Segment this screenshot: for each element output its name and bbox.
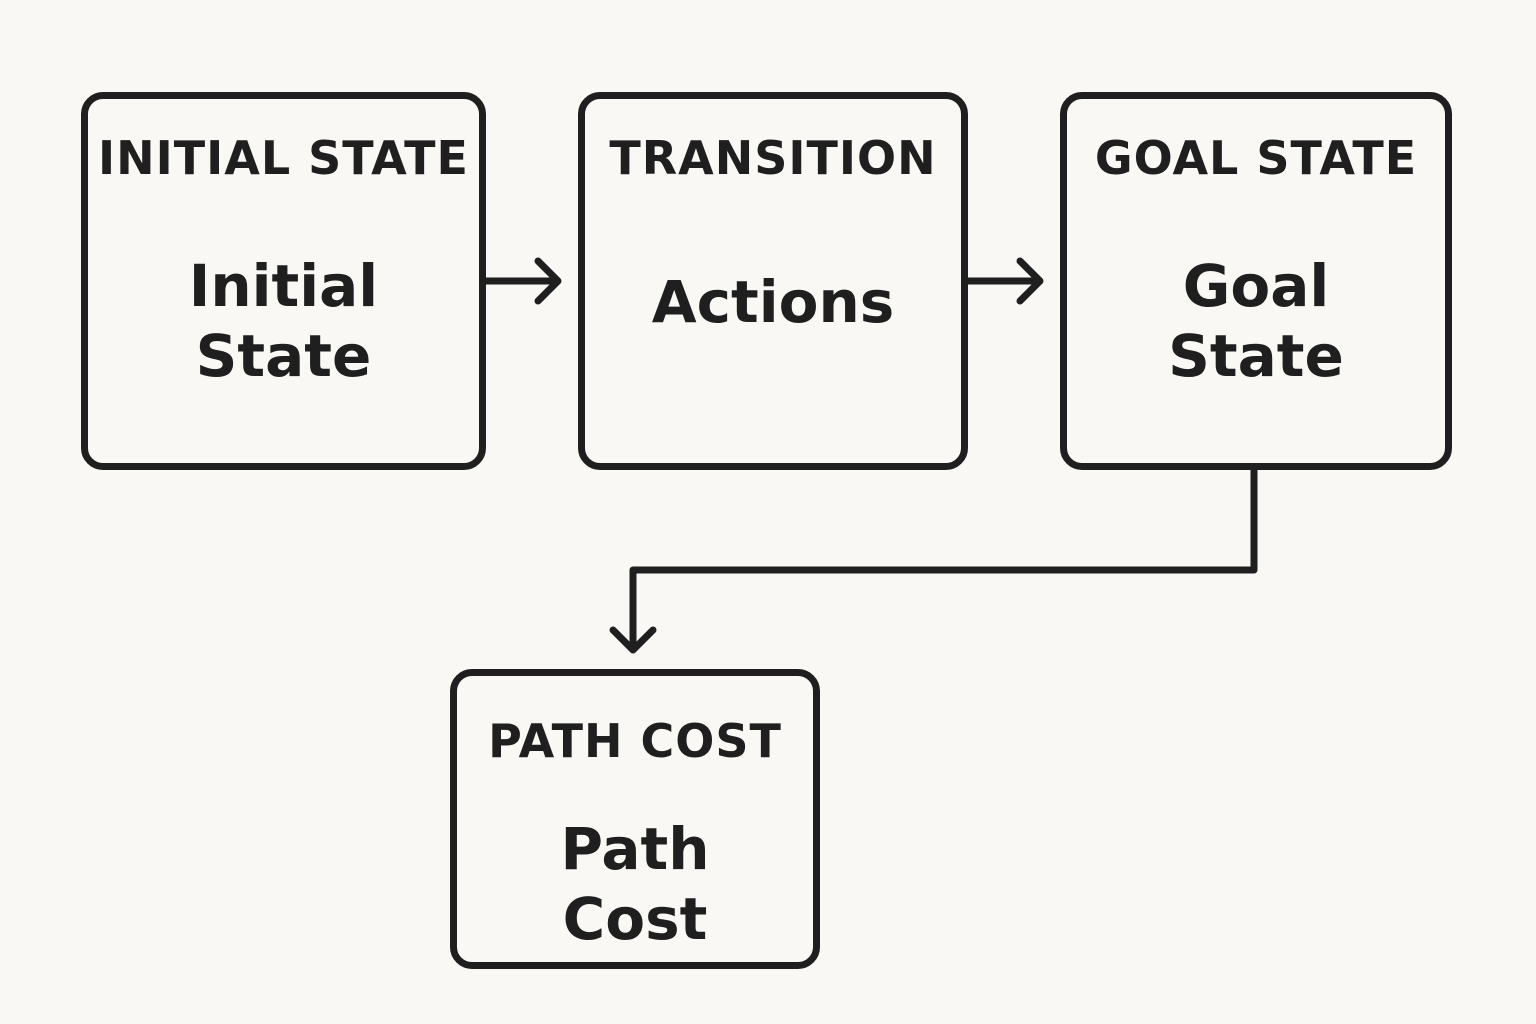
initial-state-box: INITIAL STATE Initial State: [81, 92, 486, 470]
initial-state-body-line1: Initial: [188, 252, 379, 320]
path-cost-body-line2: Cost: [562, 885, 708, 953]
goal-state-box: GOAL STATE Goal State: [1060, 92, 1452, 470]
path-cost-body: Path Cost: [457, 814, 813, 954]
path-cost-body-line1: Path: [560, 815, 710, 883]
transition-body-line1: Actions: [651, 268, 895, 336]
transition-body: Actions: [585, 267, 961, 337]
arrowhead-initial-to-transition: [534, 257, 562, 305]
initial-state-body: Initial State: [88, 251, 479, 391]
path-cost-box: PATH COST Path Cost: [450, 669, 820, 969]
arrow-goal-to-path-cost: [629, 464, 1258, 652]
path-cost-header: PATH COST: [488, 714, 782, 768]
goal-state-header: GOAL STATE: [1094, 131, 1418, 185]
arrowhead-goal-to-path-cost: [609, 626, 657, 654]
arrowhead-transition-to-goal: [1016, 257, 1044, 305]
goal-state-body-line2: State: [1168, 322, 1344, 390]
transition-box: TRANSITION Actions: [578, 92, 968, 470]
transition-header: TRANSITION: [609, 131, 937, 185]
initial-state-body-line2: State: [195, 322, 372, 390]
initial-state-header: INITIAL STATE: [98, 131, 469, 185]
goal-state-body: Goal State: [1067, 251, 1445, 391]
goal-state-body-line1: Goal: [1182, 252, 1330, 320]
